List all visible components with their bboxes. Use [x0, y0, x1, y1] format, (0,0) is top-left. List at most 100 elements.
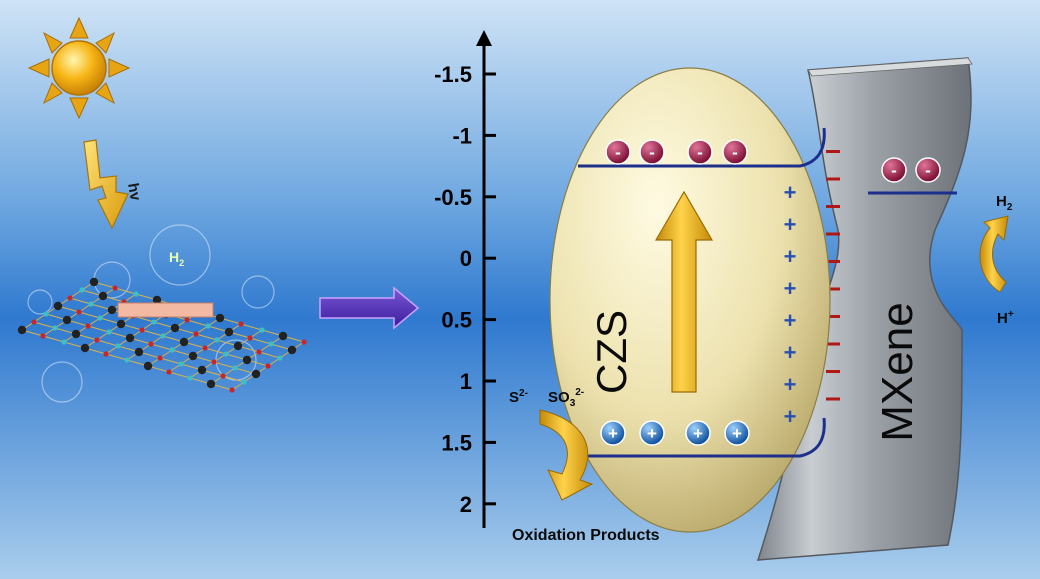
negative-charge: [826, 205, 840, 208]
energy-axis: -1.5-1-0.500.511.52: [434, 30, 496, 528]
lattice-atom: [76, 309, 82, 315]
lattice-atom: [197, 365, 207, 375]
svg-text:+: +: [608, 424, 618, 443]
lattice-bond: [141, 329, 164, 337]
svg-text:+: +: [693, 424, 703, 443]
lattice-atom: [79, 287, 85, 293]
positive-charge: +: [784, 244, 797, 269]
lattice-bond: [42, 335, 65, 343]
charge-transfer-arrow: [654, 190, 714, 393]
positive-charge: +: [784, 308, 797, 333]
positive-charge: +: [784, 276, 797, 301]
electron: -: [881, 157, 907, 183]
lattice-atom: [151, 319, 157, 325]
lattice-atom: [241, 379, 247, 385]
mxene-label: MXene: [873, 302, 922, 441]
lattice-bond: [78, 311, 101, 319]
lattice-bond: [168, 371, 191, 379]
sulfide-label: S2-: [509, 388, 528, 406]
czs-nanorod: [117, 302, 214, 318]
lattice-atom: [94, 337, 100, 343]
lattice-atom: [256, 349, 262, 355]
hole-group: ++++: [600, 420, 750, 446]
lattice-atom: [184, 317, 190, 323]
lattice-atom: [115, 343, 121, 349]
lattice-atom: [187, 375, 193, 381]
lattice-bond: [249, 337, 272, 345]
electron: -: [722, 139, 748, 165]
lattice-atom: [71, 329, 81, 339]
lattice-bond: [105, 353, 128, 361]
lattice-atom: [287, 345, 297, 355]
lattice-atom: [40, 333, 46, 339]
lattice-atom: [229, 387, 235, 393]
oxidation-products-label: Oxidation Products: [512, 527, 660, 544]
svg-text:-: -: [615, 143, 621, 162]
lattice-atom: [98, 291, 108, 301]
lattice-atom: [148, 341, 154, 347]
h2-bubble-label: H2: [169, 249, 184, 268]
h-plus-label: H+: [997, 309, 1014, 327]
lattice-atom: [85, 323, 91, 329]
electron-group: ------: [605, 139, 941, 183]
h2-evolution-arrow: [979, 215, 1009, 293]
positive-charge: +: [784, 212, 797, 237]
lattice-atom: [265, 363, 271, 369]
lattice-atom: [124, 357, 130, 363]
lattice-atom: [259, 327, 265, 333]
lattice-atom: [169, 347, 175, 353]
lattice-atom: [62, 315, 72, 325]
lattice-atom: [53, 301, 63, 311]
lattice-atom: [17, 325, 27, 335]
hole: +: [685, 420, 711, 446]
hv-label: hv: [124, 182, 144, 203]
lattice-bond: [186, 319, 209, 327]
lattice-atom: [223, 351, 229, 357]
lattice-bond: [150, 343, 173, 351]
lattice-atom: [206, 379, 216, 389]
lattice-atom: [31, 319, 37, 325]
lattice-bond: [195, 333, 218, 341]
electron: -: [605, 139, 631, 165]
lattice-bond: [222, 375, 245, 383]
axis-tick-label: 0: [460, 246, 472, 271]
negative-charge: [826, 397, 840, 401]
lattice-atom: [80, 343, 90, 353]
lattice-atom: [178, 361, 184, 367]
lattice-atom: [233, 341, 243, 351]
positive-charge: +: [784, 404, 797, 429]
lattice-atom: [103, 351, 109, 357]
lattice-atom: [134, 347, 144, 357]
lattice-atom: [214, 337, 220, 343]
mxene-negative-charges: [826, 150, 840, 401]
axis-tick-label: 2: [460, 492, 472, 517]
lattice-atom: [202, 345, 208, 351]
sun-icon: [27, 16, 131, 120]
lattice-bond: [114, 287, 137, 295]
lattice-bond: [240, 323, 263, 331]
lattice-bond: [204, 347, 227, 355]
lattice-atom: [97, 315, 103, 321]
oxidation-arrow: [539, 409, 594, 501]
negative-charge: [826, 177, 840, 181]
lattice-bond: [159, 357, 182, 365]
lattice-atom: [106, 329, 112, 335]
lattice-bond: [213, 361, 236, 369]
lattice-atom: [211, 359, 217, 365]
lattice-atom: [268, 341, 274, 347]
lattice-atom: [238, 321, 244, 327]
svg-text:-: -: [732, 143, 738, 162]
lattice-bond: [69, 297, 92, 305]
lattice-atom: [247, 335, 253, 341]
lattice-atom: [112, 285, 118, 291]
lattice-atom: [89, 277, 99, 287]
svg-text:+: +: [647, 424, 657, 443]
lattice-bond: [96, 339, 119, 347]
czs-label: CZS: [588, 310, 635, 394]
process-arrow: [319, 286, 420, 330]
lattice-atom: [67, 295, 73, 301]
lattice-atom: [170, 323, 180, 333]
lattice-atom: [52, 325, 58, 331]
svg-text:-: -: [697, 143, 703, 162]
